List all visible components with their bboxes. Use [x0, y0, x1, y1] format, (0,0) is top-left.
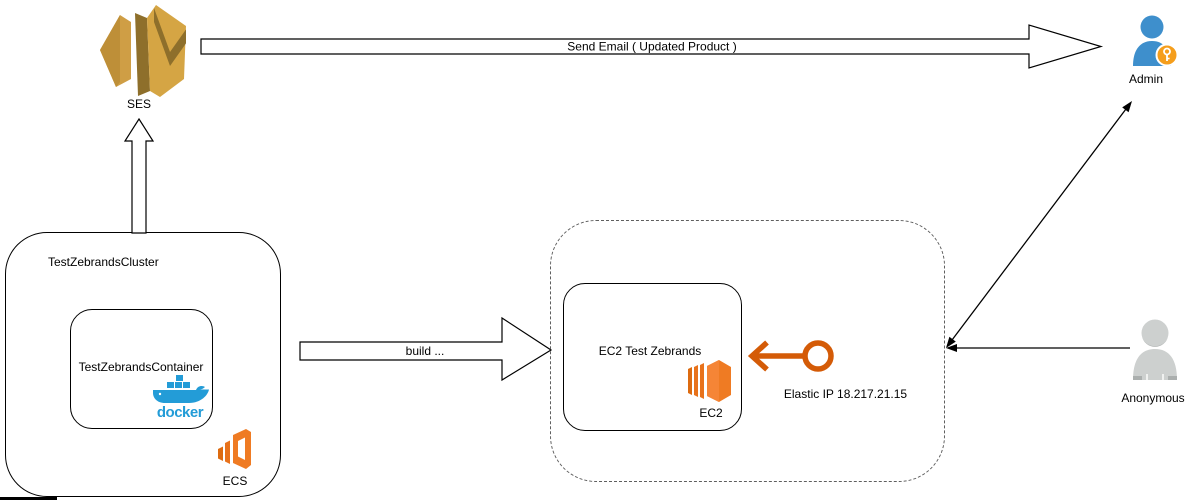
ec2-group-box [550, 220, 945, 482]
elastic-ip-label: Elastic IP 18.217.21.15 [783, 387, 908, 401]
ses-icon [100, 5, 186, 97]
build-arrow: build ... [299, 316, 553, 382]
ses-label: SES [126, 97, 151, 111]
ecs-icon [218, 429, 251, 469]
anonymous-label: Anonymous [1121, 391, 1185, 405]
connector-arrows [946, 101, 1132, 352]
ec2-icon [688, 360, 731, 402]
docker-logo-icon [153, 375, 209, 403]
cluster-to-ses-arrow [123, 117, 155, 234]
ecs-label: ECS [222, 474, 248, 488]
docker-wordmark: docker [156, 404, 204, 421]
container-label: TestZebrandsContainer [78, 360, 204, 374]
ec2-box [563, 283, 742, 431]
send-email-arrow-label: Send Email ( Updated Product ) [567, 40, 736, 54]
crop-artifact-line [0, 497, 57, 500]
anonymous-ec2group-arrow [946, 344, 1130, 352]
send-email-arrow: Send Email ( Updated Product ) [200, 24, 1104, 69]
ec2-box-label: EC2 Test Zebrands [598, 344, 702, 358]
build-arrow-label: build ... [406, 344, 445, 358]
admin-user-icon [1133, 15, 1178, 67]
key-badge-icon [1155, 43, 1178, 67]
ec2-icon-label: EC2 [699, 406, 723, 420]
admin-label: Admin [1128, 72, 1163, 86]
cluster-label: TestZebrandsCluster [48, 255, 159, 269]
anonymous-user-icon [1133, 319, 1177, 380]
elastic-ip-key-arrow-icon [747, 340, 834, 372]
container-box [70, 309, 213, 429]
ec2group-admin-arrow [946, 101, 1132, 348]
